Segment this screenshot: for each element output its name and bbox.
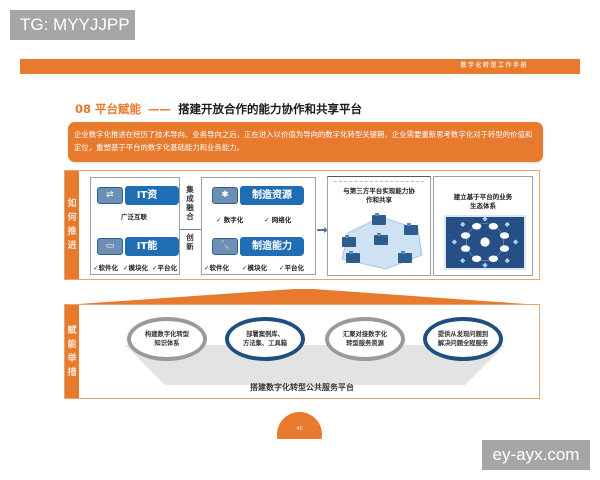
connector-char: 融 (186, 203, 194, 212)
watermark-bottom-right: ey-ayx.com (482, 440, 590, 470)
title-line: 作和共享 (366, 196, 392, 204)
innovation-text: 创 新 (183, 233, 197, 251)
page-mask (270, 439, 330, 469)
platform-band (125, 345, 505, 385)
measure-line: 解决问题全程服务 (437, 340, 489, 347)
mfg-capability-label: 制造能力 (240, 237, 304, 256)
section-title: 搭建开放合作的能力协作和共享平台 (178, 102, 363, 116)
manual-title: 数字化转型工作手册 (460, 62, 528, 69)
check-item: ✓平台化 (152, 264, 177, 272)
title-line: 建立基于平台的业务 (453, 193, 513, 201)
mfg-capability-chip: 🔧 制造能力 (212, 237, 304, 256)
check-item: ✓平台化 (279, 264, 304, 272)
it-resource-sub: 广泛互联 (121, 213, 147, 221)
ecosystem-box: 建立基于平台的业务 生态体系 (433, 176, 533, 276)
measure-line: 汇聚对接数字化 (342, 331, 388, 338)
label-char: 措 (67, 367, 77, 378)
label-char: 何 (67, 213, 77, 223)
integration-text: 集 成 融 合 (183, 185, 197, 221)
divider (334, 181, 424, 182)
label-char: 进 (67, 241, 77, 251)
enablement-label: 赋 能 举 措 (65, 305, 79, 398)
it-resource-chip: ⇄ IT资源 (97, 186, 179, 220)
roof-shape (64, 289, 540, 305)
check-item: ✓软件化 (204, 264, 229, 272)
measure-line: 提供从发现问题到 (437, 331, 489, 338)
check-item: ✓软件化 (93, 264, 118, 272)
title-line: 生态体系 (470, 202, 496, 210)
measure-line: 部署案例库、 (246, 331, 284, 338)
network-device-icon: ⇄ (97, 187, 123, 204)
watermark-top-left: TG: MYYJJPP (10, 10, 135, 40)
header-bar: 数字化转型工作手册 (20, 59, 580, 74)
ecosystem-title: 建立基于平台的业务 生态体系 (434, 193, 532, 211)
label-char: 赋 (67, 325, 77, 336)
check-item: ✓ 网络化 (264, 216, 292, 224)
third-party-title: 与第三方平台实现能力协 作和共享 (328, 187, 430, 205)
measure-case-library: 部署案例库、方法集、工具箱 (225, 317, 305, 361)
it-resource-label: IT资源 (124, 186, 179, 220)
gear-icon: ✱ (212, 187, 238, 204)
it-capability-chip: ▭ IT能力 (97, 237, 179, 271)
connector-char: 新 (186, 242, 194, 251)
platform-network-illustration (341, 213, 423, 270)
measure-service-resources: 汇聚对接数字化转型服务资源 (325, 317, 405, 361)
check-item: ✓模块化 (242, 264, 267, 272)
label-char: 举 (67, 353, 77, 364)
measure-line: 转型服务资源 (346, 340, 384, 347)
third-party-box: 与第三方平台实现能力协 作和共享 (327, 176, 431, 276)
enablement-section: 赋 能 举 措 构建数字化转型知识体系 部署案例库、方法集、工具箱 汇聚对接数字… (64, 304, 540, 399)
section-name: 平台赋能 (95, 102, 142, 116)
computer-icon: ▭ (97, 238, 123, 255)
mfg-resource-label: 制造资源 (240, 186, 304, 205)
arrow-right-icon (317, 227, 328, 233)
title-line: 与第三方平台实现能力协 (343, 187, 415, 195)
label-char: 能 (67, 339, 77, 350)
it-box: ⇄ IT资源 广泛互联 ▭ IT能力 ✓软件化 ✓模块化 ✓平台化 (90, 177, 180, 275)
label-char: 推 (67, 227, 77, 237)
label-char: 如 (67, 199, 77, 209)
measure-line: 知识体系 (154, 340, 180, 347)
how-to-advance-section: 如 何 推 进 ⇄ IT资源 广泛互联 ▭ IT能力 ✓软件化 ✓模块化 ✓平台… (64, 170, 540, 280)
wrench-icon: 🔧 (212, 238, 238, 255)
measure-line: 方法集、工具箱 (242, 340, 288, 347)
connector-char: 集 (186, 185, 194, 194)
platform-label: 搭建数字化转型公共服务平台 (250, 383, 354, 392)
connector-char: 成 (186, 194, 194, 203)
page-title: 08 平台赋能 —— 搭建开放合作的能力协作和共享平台 (75, 101, 362, 117)
it-capability-label: IT能力 (124, 237, 179, 271)
measure-knowledge-system: 构建数字化转型知识体系 (127, 317, 207, 361)
intro-callout: 企业数字化推进在经历了技术导向、业务导向之后，正在进入以价值为导向的数字化转型关… (68, 122, 543, 162)
mfg-resource-chip: ✱ 制造资源 (212, 186, 304, 205)
connector-char: 合 (186, 212, 194, 221)
section-number: 08 (75, 102, 92, 116)
how-to-advance-label: 如 何 推 进 (65, 171, 79, 279)
manufacturing-box: ✱ 制造资源 ✓ 数字化 ✓ 网络化 🔧 制造能力 ✓软件化 ✓模块化 ✓平台化 (201, 177, 316, 275)
title-separator: —— (148, 102, 172, 116)
measure-line: 构建数字化转型 (144, 331, 190, 338)
connector-line (180, 229, 202, 230)
check-item: ✓模块化 (123, 264, 148, 272)
check-item: ✓ 数字化 (216, 216, 244, 224)
ecosystem-diagram (444, 215, 526, 270)
measure-full-service: 提供从发现问题到解决问题全程服务 (423, 317, 503, 361)
connector-char: 创 (186, 233, 194, 242)
